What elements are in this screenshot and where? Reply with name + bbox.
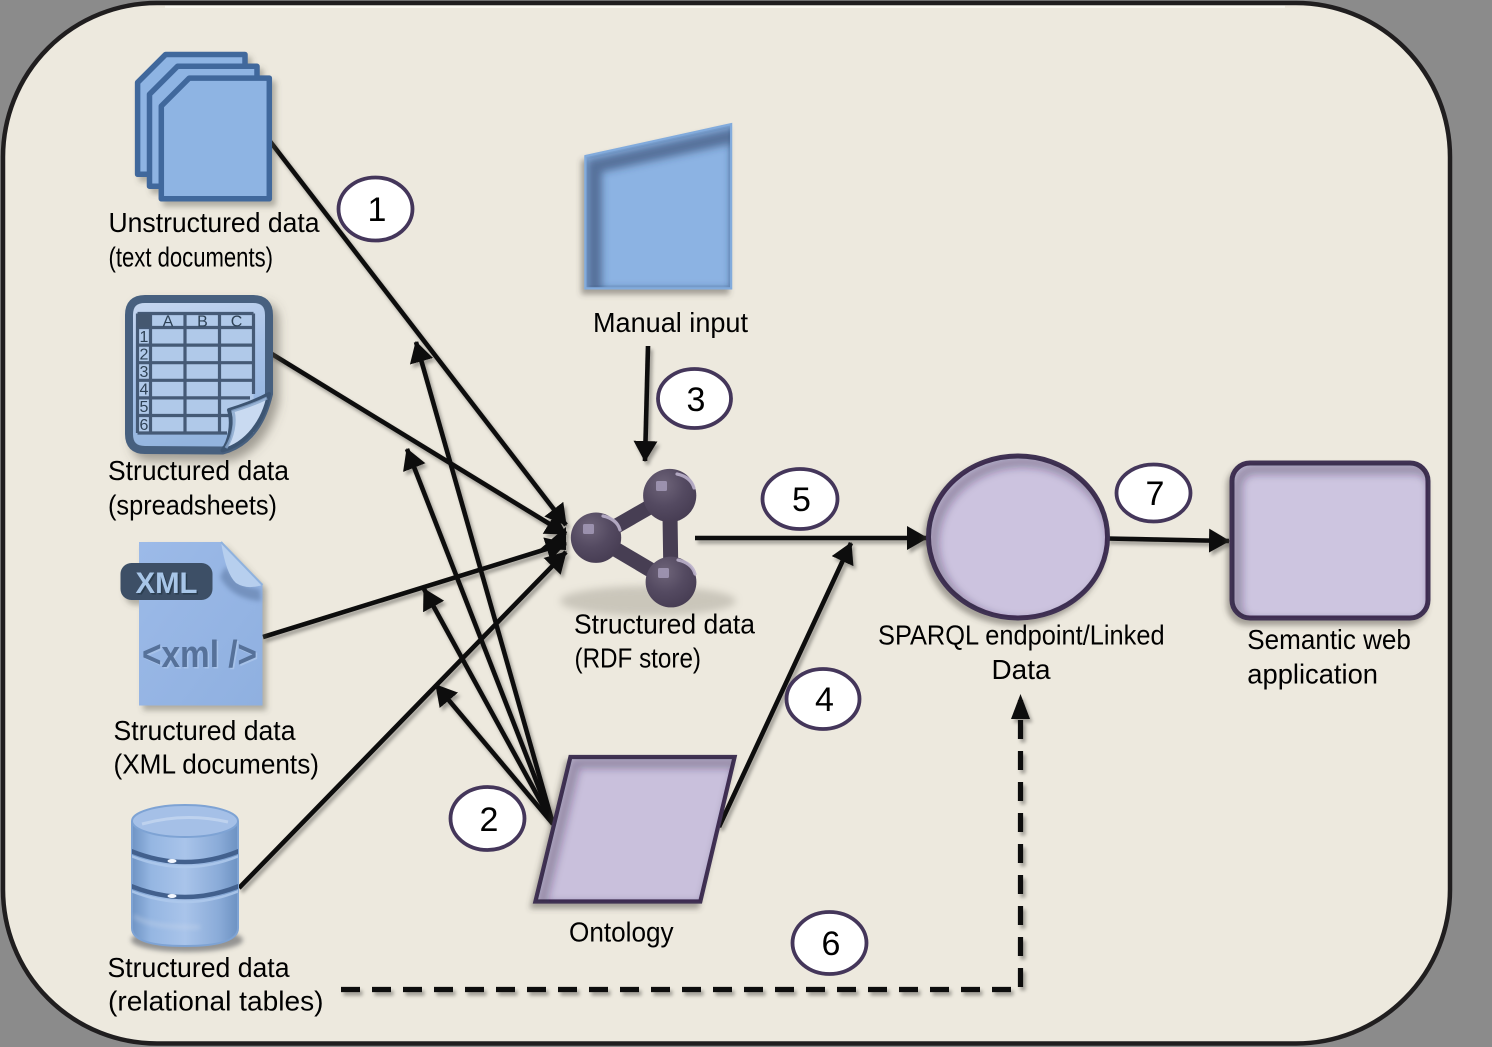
svg-text:<xml />: <xml /> <box>144 636 259 678</box>
svg-text:(spreadsheets): (spreadsheets) <box>108 489 277 520</box>
svg-text:Ontology: Ontology <box>569 917 674 948</box>
svg-text:(relational tables): (relational tables) <box>108 986 324 1017</box>
svg-text:1: 1 <box>368 191 387 229</box>
svg-text:A: A <box>163 314 174 331</box>
svg-text:(RDF store): (RDF store) <box>575 643 702 674</box>
svg-text:application: application <box>1247 659 1378 690</box>
svg-text:<xml />: <xml /> <box>142 634 257 676</box>
svg-text:Structured data: Structured data <box>108 455 290 486</box>
svg-text:3: 3 <box>140 364 149 381</box>
svg-text:(text documents): (text documents) <box>109 242 274 273</box>
svg-text:5: 5 <box>140 399 149 416</box>
svg-text:7: 7 <box>1146 475 1165 513</box>
svg-text:Structured data: Structured data <box>114 715 297 746</box>
svg-text:Manual input: Manual input <box>593 307 748 338</box>
svg-text:3: 3 <box>687 381 706 419</box>
svg-text:Structured data: Structured data <box>574 609 756 640</box>
svg-text:6: 6 <box>822 925 841 963</box>
svg-text:SPARQL endpoint/Linked: SPARQL endpoint/Linked <box>878 620 1165 651</box>
svg-text:2: 2 <box>480 801 499 839</box>
svg-text:4: 4 <box>815 681 834 719</box>
svg-text:1: 1 <box>140 329 149 346</box>
svg-text:Unstructured data: Unstructured data <box>109 207 321 238</box>
svg-text:Data: Data <box>992 654 1052 685</box>
svg-text:5: 5 <box>792 481 811 519</box>
svg-text:6: 6 <box>140 417 149 434</box>
svg-text:XML: XML <box>137 569 199 602</box>
svg-text:C: C <box>231 314 243 331</box>
svg-text:Semantic web: Semantic web <box>1247 624 1411 655</box>
svg-text:(XML documents): (XML documents) <box>114 749 320 780</box>
svg-text:4: 4 <box>140 382 149 399</box>
svg-text:2: 2 <box>140 346 149 363</box>
svg-text:Structured data: Structured data <box>108 952 291 983</box>
svg-text:B: B <box>197 314 208 331</box>
svg-text:XML: XML <box>136 567 198 600</box>
